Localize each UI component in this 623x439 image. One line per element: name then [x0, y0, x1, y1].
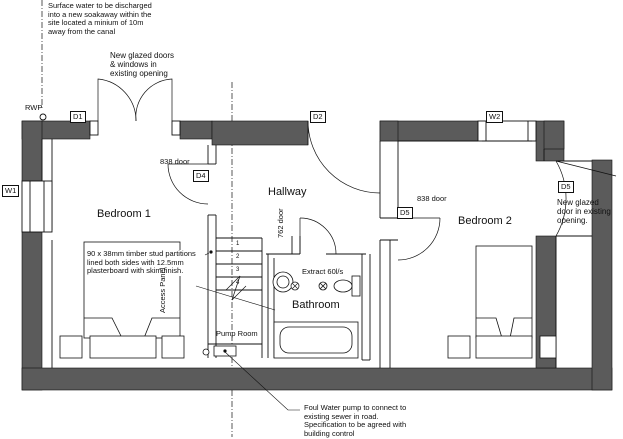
- tag-d5-bedroom2: D5: [397, 207, 413, 219]
- tag-w1: W1: [2, 185, 20, 197]
- note-line: plasterboard with skim finish.: [87, 266, 184, 276]
- note-foul-water: Foul Water pump to connect to existing s…: [304, 403, 407, 439]
- note-line: building control: [304, 428, 355, 438]
- note-glazed-doors: New glazed doors & windows in existing o…: [110, 51, 174, 79]
- note-line: door in existing: [557, 207, 611, 217]
- note-line: existing sewer in road.: [304, 411, 379, 421]
- note-line: lined both sides with 12.5mm: [87, 257, 184, 267]
- room-label-bedroom1: Bedroom 1: [97, 208, 151, 220]
- room-label-bathroom: Bathroom: [292, 299, 340, 311]
- leader-dot-pump: [223, 349, 227, 353]
- leader-dot-partitions: [209, 250, 213, 254]
- window-w1: [21, 180, 53, 233]
- note-line: New glazed doors: [110, 51, 175, 60]
- note-line: 90 x 38mm timber stud partitions: [87, 249, 196, 258]
- note-line: Foul Water pump to connect to: [304, 403, 407, 412]
- note-line: site located a minium of 10m: [48, 18, 144, 28]
- stair-number: 2: [236, 254, 240, 260]
- label-door-762: 762 door: [276, 208, 285, 238]
- note-surface-water: Surface water to be discharged into a ne…: [48, 1, 152, 37]
- door-swings: [97, 78, 617, 261]
- pump-outlet: [202, 348, 210, 356]
- stair-number: 4: [236, 280, 240, 286]
- note-line: New glazed: [557, 198, 599, 207]
- stair-break-line: [225, 275, 247, 301]
- stair-number: 3: [236, 267, 240, 273]
- room-label-access-panel: Access Panel: [158, 267, 167, 313]
- label-door-838-bedroom2: 838 door: [417, 194, 447, 203]
- note-line: into a new soakaway within the: [48, 9, 152, 19]
- room-label-hallway: Hallway: [268, 186, 307, 198]
- label-extract: Extract 60l/s: [302, 267, 344, 276]
- label-door-838-bedroom1: 838 door: [160, 157, 190, 166]
- leader-lines: [195, 252, 300, 411]
- tag-w2: W2: [486, 111, 504, 123]
- rwp-marker: [39, 113, 47, 121]
- tag-d2: D2: [310, 111, 326, 123]
- stair-number: 1: [236, 241, 240, 247]
- room-label-bedroom2: Bedroom 2: [458, 215, 512, 227]
- bathroom-fixtures: [272, 271, 361, 359]
- tag-d1: D1: [70, 111, 86, 123]
- note-line: opening.: [557, 216, 588, 226]
- label-rwp: RWP: [25, 103, 43, 112]
- note-line: & windows in: [110, 60, 157, 70]
- note-new-glazed-door: New glazed door in existing opening.: [557, 198, 611, 226]
- note-line: Surface water to be discharged: [48, 1, 152, 10]
- tag-d5-right: D5: [558, 181, 574, 193]
- note-line: existing opening: [110, 69, 168, 79]
- note-partitions: 90 x 38mm timber stud partitions lined b…: [87, 249, 196, 276]
- tag-d4: D4: [193, 170, 209, 182]
- room-label-pump-room: Pump Room: [216, 329, 258, 338]
- bed-2: [447, 245, 557, 359]
- note-line: away from the canal: [48, 26, 116, 36]
- note-line: Specification to be agreed with: [304, 420, 407, 430]
